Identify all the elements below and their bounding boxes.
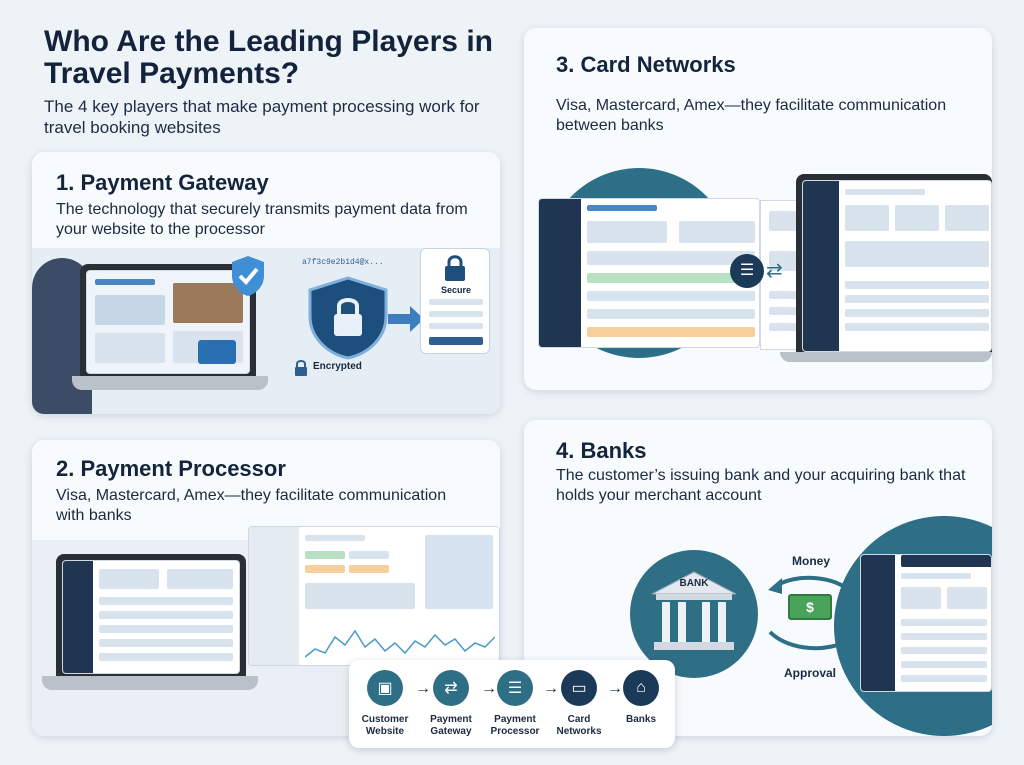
encrypted-label: Encrypted <box>313 361 362 372</box>
flow-label: Banks <box>625 714 656 725</box>
laptop-screen <box>80 264 256 376</box>
arrow-right-icon: → <box>543 680 559 697</box>
monitor-icon: ▣ <box>367 670 403 706</box>
processor-illustration <box>32 526 500 736</box>
networks-laptop-base <box>780 352 992 362</box>
arrow-right-curved-icon <box>768 630 856 651</box>
payment-gateway-title: 1. Payment Gateway <box>56 170 269 195</box>
small-lock-icon <box>295 360 307 376</box>
credit-card-icon <box>198 340 236 364</box>
payment-processor-title: 2. Payment Processor <box>56 456 286 481</box>
flow-label: Payment Gateway <box>430 714 472 737</box>
arrow-right-icon: → <box>607 680 623 697</box>
networks-laptop <box>796 174 992 352</box>
flow-step-payment-processor: ☰ Payment Processor <box>483 670 547 738</box>
cash-icon: $ <box>788 594 832 620</box>
arrow-right-icon: → <box>415 680 431 697</box>
card-icon: ▭ <box>561 670 597 706</box>
secure-label: Secure <box>440 285 472 295</box>
transaction-dashboard <box>538 198 760 348</box>
card-networks-description: Visa, Mastercard, Amex—they facilitate c… <box>556 97 947 134</box>
bank-building-circle: BANK <box>630 550 758 678</box>
gateway-illustration: a7f3c9e2b1d4@x... Encrypted Secure <box>32 248 500 414</box>
processor-chart <box>305 629 495 658</box>
flow-label: Card Networks <box>556 714 602 737</box>
acquiring-bank-dashboard <box>860 554 992 692</box>
payment-processor-description: Visa, Mastercard, Amex—they facilitate c… <box>56 487 447 524</box>
payment-processor-card: 2. Payment Processor Visa, Mastercard, A… <box>32 440 500 736</box>
secure-panel: Secure <box>420 248 490 354</box>
flow-step-card-networks: ▭ Card Networks <box>547 670 611 738</box>
exchange-arrow-icon: ⇄ <box>766 260 783 282</box>
processor-icon: ☰ <box>497 670 533 706</box>
database-icon: ☰ <box>730 254 764 288</box>
flow-label: Payment Processor <box>490 714 540 737</box>
bank-label: BANK <box>679 578 709 589</box>
processor-laptop <box>56 554 246 676</box>
arrow-left-icon <box>768 575 856 596</box>
shield-check-icon <box>232 256 264 296</box>
processor-dashboard <box>248 526 500 666</box>
card-networks-title: 3. Card Networks <box>556 52 736 77</box>
page-subtitle: The 4 key players that make payment proc… <box>44 97 480 137</box>
arrow-right-icon: → <box>481 680 497 697</box>
card-networks-card: 3. Card Networks Visa, Mastercard, Amex—… <box>524 28 992 390</box>
flow-step-banks: ⌂ Banks <box>609 670 673 726</box>
laptop-base <box>72 376 268 390</box>
flow-step-payment-gateway: ⇄ Payment Gateway <box>419 670 483 738</box>
transfer-icon: ⇄ <box>433 670 469 706</box>
payment-flow-diagram: ▣ Customer Website → ⇄ Payment Gateway →… <box>349 660 675 748</box>
payment-gateway-description: The technology that securely transmits p… <box>56 201 468 238</box>
money-label: Money <box>792 554 831 568</box>
arrow-right-icon <box>388 306 424 332</box>
bank-building-icon <box>651 571 737 650</box>
flow-label: Customer Website <box>361 714 409 737</box>
padlock-icon <box>445 255 465 281</box>
banks-description: The customer’s issuing bank and your acq… <box>556 467 966 504</box>
payment-gateway-card: 1. Payment Gateway The technology that s… <box>32 152 500 414</box>
bank-icon: ⌂ <box>623 670 659 706</box>
approval-label: Approval <box>784 666 837 680</box>
flow-step-customer-website: ▣ Customer Website <box>353 670 417 738</box>
encrypted-code: a7f3c9e2b1d4@x... <box>302 258 384 267</box>
page-title: Who Are the Leading Players in Travel Pa… <box>44 25 493 90</box>
processor-laptop-base <box>42 676 258 690</box>
lock-shield-icon <box>308 276 388 360</box>
banks-title: 4. Banks <box>556 438 647 463</box>
